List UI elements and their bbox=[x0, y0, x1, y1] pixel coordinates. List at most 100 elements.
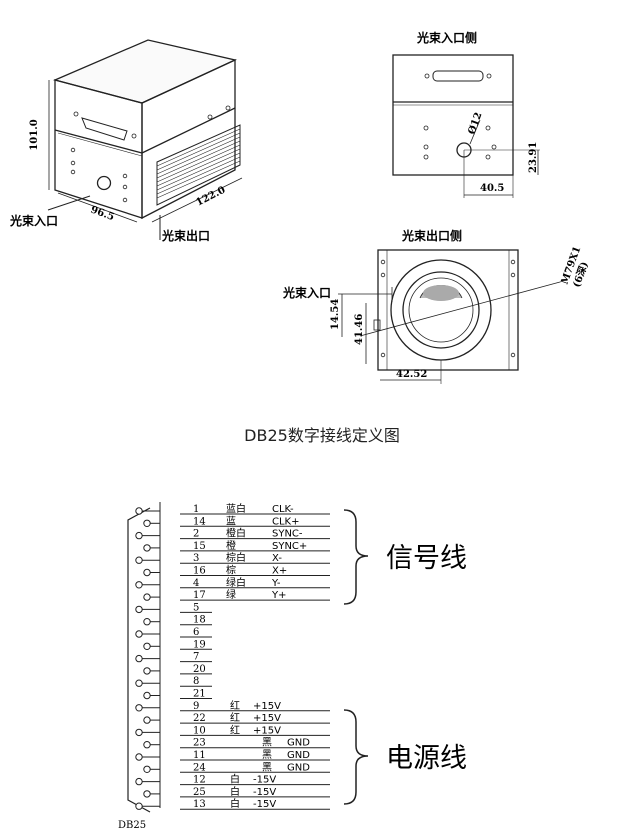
wire-color: 黑 bbox=[262, 749, 272, 761]
pin-number: 13 bbox=[193, 799, 206, 810]
pin-number: 9 bbox=[193, 701, 199, 712]
out-view bbox=[338, 249, 561, 384]
out-view-title: 光束出口侧 bbox=[401, 228, 462, 243]
wire-color: 白 bbox=[230, 797, 240, 810]
pin-number: 17 bbox=[193, 590, 206, 601]
wire-color: 白 bbox=[230, 785, 240, 798]
pin-circle bbox=[135, 802, 143, 810]
pin-circle bbox=[143, 691, 151, 700]
wire-color: 棕 bbox=[226, 564, 236, 577]
signal-name: -15V bbox=[253, 775, 276, 786]
wire-color: 蓝 bbox=[226, 515, 236, 527]
signal-name: -15V bbox=[253, 799, 276, 810]
wire-color: 棕白 bbox=[226, 551, 246, 564]
wire-color: 橙白 bbox=[226, 527, 246, 540]
pin-number: 21 bbox=[193, 689, 206, 700]
wire-color: 蓝白 bbox=[226, 502, 246, 515]
pin-number: 6 bbox=[193, 627, 199, 638]
dim-42-52: 42.52 bbox=[396, 369, 427, 380]
signal-name: Y+ bbox=[271, 590, 287, 601]
db25-connector-label: DB25 bbox=[118, 820, 146, 831]
signal-name: +15V bbox=[253, 701, 281, 712]
pin-number: 2 bbox=[193, 529, 199, 540]
pin-circle bbox=[135, 531, 143, 540]
signal-name: +15V bbox=[253, 725, 281, 736]
pin-number: 5 bbox=[193, 602, 199, 613]
wire-color: 绿 bbox=[226, 588, 236, 601]
top-view bbox=[392, 54, 540, 198]
pin-number: 3 bbox=[193, 553, 199, 564]
wire-color: 橙 bbox=[226, 539, 236, 552]
pin-circle bbox=[143, 716, 151, 724]
wire-color: 黑 bbox=[262, 761, 272, 773]
signal-name: X+ bbox=[272, 566, 287, 577]
wire-color: 白 bbox=[230, 773, 240, 786]
label-beam-output: 光束出口 bbox=[161, 228, 210, 243]
signal-name: SYNC+ bbox=[272, 541, 307, 552]
pin-number: 23 bbox=[193, 738, 206, 749]
pin-number: 4 bbox=[193, 578, 199, 589]
power-brace bbox=[343, 709, 369, 805]
pin-circle bbox=[135, 679, 143, 687]
signal-name: GND bbox=[287, 762, 310, 773]
signal-name: GND bbox=[287, 738, 310, 749]
pin-circle bbox=[135, 654, 143, 663]
wire-color: 绿白 bbox=[226, 576, 246, 589]
pin-number: 11 bbox=[193, 750, 206, 761]
pin-circle bbox=[143, 593, 151, 601]
signal-name: Y- bbox=[271, 578, 281, 589]
pin-circle bbox=[143, 618, 151, 626]
wire-color: 红 bbox=[230, 699, 240, 712]
pin-number: 24 bbox=[193, 762, 206, 773]
signal-name: GND bbox=[287, 750, 310, 761]
label-beam-input: 光束入口 bbox=[9, 213, 58, 228]
pin-circle bbox=[135, 753, 143, 761]
signal-name: +15V bbox=[253, 713, 281, 724]
pin-number: 22 bbox=[193, 713, 206, 724]
pin-circle bbox=[143, 790, 151, 798]
pin-circle bbox=[143, 741, 151, 749]
wire-color: 红 bbox=[230, 711, 240, 724]
pin-circle bbox=[135, 728, 143, 737]
dim-height: 101.0 bbox=[29, 119, 40, 150]
pin-circle bbox=[135, 556, 143, 564]
signal-brace bbox=[343, 509, 369, 605]
pin-number: 25 bbox=[193, 787, 206, 798]
pin-number: 8 bbox=[193, 676, 199, 687]
pin-circle bbox=[135, 507, 143, 515]
signal-name: X- bbox=[272, 553, 282, 564]
pin-number: 16 bbox=[193, 566, 206, 577]
pin-number: 10 bbox=[193, 725, 206, 736]
pin-number: 18 bbox=[193, 615, 206, 626]
pin-circle bbox=[135, 777, 143, 786]
pin-number: 12 bbox=[193, 775, 206, 786]
dim-23-91: 23.91 bbox=[528, 142, 539, 173]
top-view-title: 光束入口侧 bbox=[416, 30, 477, 45]
pin-number: 7 bbox=[193, 652, 199, 663]
pin-number: 15 bbox=[193, 541, 206, 552]
dim-40-5: 40.5 bbox=[480, 183, 504, 194]
pin-circle bbox=[143, 765, 151, 773]
pin-circle bbox=[143, 642, 151, 651]
pin-number: 14 bbox=[193, 516, 206, 527]
wire-color: 黑 bbox=[262, 737, 272, 749]
dim-14-54: 14.54 bbox=[330, 299, 341, 330]
power-group-label: 电源线 bbox=[386, 743, 467, 774]
db25-title: DB25数字接线定义图 bbox=[244, 426, 400, 445]
pin-circle bbox=[143, 544, 151, 552]
pin-circle bbox=[143, 667, 151, 675]
pin-circle bbox=[143, 519, 151, 528]
dim-dia: Ø12 bbox=[466, 111, 484, 136]
signal-name: SYNC- bbox=[272, 529, 303, 540]
wire-color: 红 bbox=[230, 723, 240, 736]
pin-number: 20 bbox=[193, 664, 206, 675]
pin-circle bbox=[135, 630, 143, 638]
pin-number: 1 bbox=[193, 504, 199, 515]
dim-depth: 96.5 bbox=[89, 204, 116, 223]
pin-circle bbox=[143, 568, 151, 577]
iso-box bbox=[47, 39, 243, 240]
out-input-label: 光束入口 bbox=[282, 285, 331, 300]
signal-group-label: 信号线 bbox=[386, 543, 467, 574]
signal-name: CLK+ bbox=[272, 516, 300, 527]
